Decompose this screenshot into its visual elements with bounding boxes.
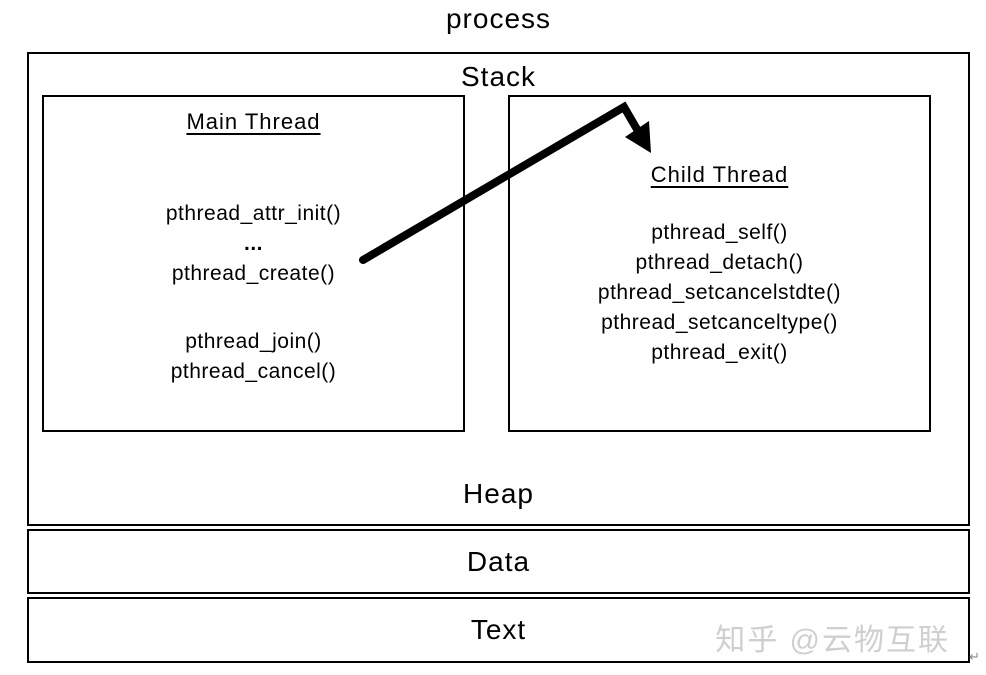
main-thread-title: Main Thread [186, 109, 321, 134]
call-pthread-cancel: pthread_cancel() [170, 360, 337, 383]
return-mark-icon: ↵ [969, 649, 980, 664]
text-section: Text 知乎 @云物互联 [27, 597, 970, 663]
stack-label: Stack [460, 61, 537, 92]
call-pthread-setcancelstate: pthread_setcancelstdte() [597, 281, 842, 304]
call-pthread-create: pthread_create() [171, 262, 336, 285]
call-pthread-detach: pthread_detach() [635, 251, 804, 274]
child-thread-title: Child Thread [650, 162, 789, 187]
line-spacer [44, 289, 463, 327]
call-pthread-exit: pthread_exit() [651, 341, 788, 364]
main-thread-box: Main Thread pthread_attr_init() ... pthr… [42, 95, 465, 432]
main-thread-calls: pthread_attr_init() ... pthread_create()… [44, 199, 463, 387]
child-thread-calls: pthread_self() pthread_detach() pthread_… [510, 218, 929, 368]
text-label: Text [470, 614, 527, 645]
call-pthread-setcanceltype: pthread_setcanceltype() [601, 311, 838, 334]
call-pthread-self: pthread_self() [651, 221, 788, 244]
ellipsis-line: ... [243, 232, 263, 255]
call-pthread-join: pthread_join() [185, 330, 322, 353]
data-section: Data [27, 529, 970, 594]
watermark: 知乎 @云物互联 [715, 624, 950, 657]
heap-label: Heap [463, 478, 534, 509]
child-thread-box: Child Thread pthread_self() pthread_deta… [508, 95, 931, 432]
process-title: process [445, 3, 552, 34]
stack-heap-section: Stack Main Thread pthread_attr_init() ..… [27, 52, 970, 526]
data-label: Data [466, 546, 531, 577]
call-pthread-attr-init: pthread_attr_init() [165, 202, 342, 225]
